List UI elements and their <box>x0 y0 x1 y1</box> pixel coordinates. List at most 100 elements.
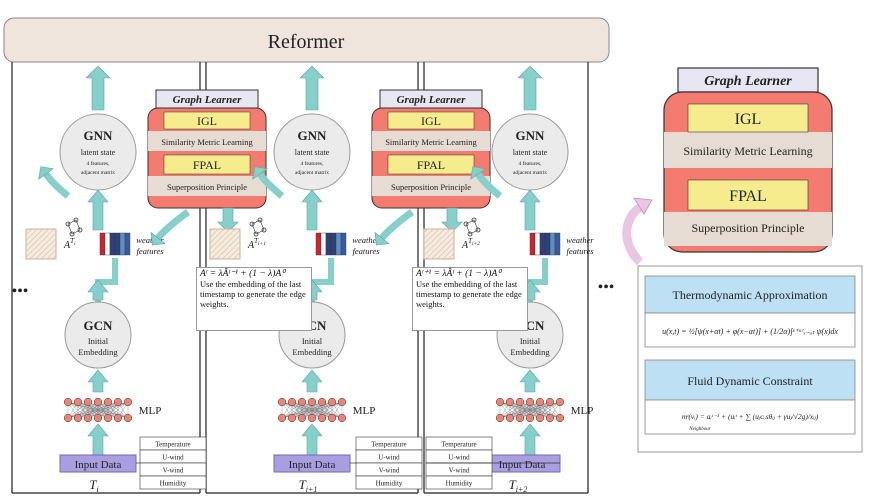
feature-name: U-wind <box>378 454 400 462</box>
weather-strip-cell <box>554 232 561 256</box>
mlp-neuron <box>123 413 133 423</box>
mlp-edge <box>97 401 129 419</box>
mlp-neuron <box>83 413 93 423</box>
legend-graph-learner: Graph Learner IGL Similarity Metric Lear… <box>663 67 833 253</box>
mlp-edge <box>539 401 561 419</box>
gl-title: Graph Learner <box>397 94 466 106</box>
mlp-edge <box>301 401 343 419</box>
feature-name: U-wind <box>448 454 470 462</box>
weather-label-2: features <box>352 246 380 256</box>
fluid-equation: mᵗ(vᵢ) = aᵢᵗ⁻¹ + (uᵢᵗ + ∑ (uⱼcₒsθᵢⱼ + γu… <box>682 412 819 421</box>
gcn-title: GCN <box>84 318 114 333</box>
gnn-curve-left <box>43 171 71 199</box>
adj-label: ATi+1 <box>247 237 266 251</box>
weather-strip-cell <box>119 232 126 256</box>
weather-strip-cell <box>330 232 337 256</box>
mlp-edge <box>281 401 323 419</box>
mlp-label: MLP <box>353 405 376 417</box>
pink-curved-arrow <box>622 197 653 266</box>
mlp-neuron <box>535 397 545 407</box>
gnn-sub3: adjacent matrix <box>295 170 329 176</box>
weather-label-2: features <box>136 246 164 256</box>
adj-label: ATi <box>63 237 76 251</box>
mlp-neuron <box>505 413 515 423</box>
mlp-neuron <box>337 397 347 407</box>
mlp-neuron <box>103 397 113 407</box>
mlp-edge <box>499 401 541 419</box>
mlp-neuron <box>113 413 123 423</box>
gnn-title: GNN <box>84 128 114 143</box>
gl-down-arrow <box>217 207 239 233</box>
time-label: Ti <box>89 477 98 494</box>
mlp-neuron <box>545 413 555 423</box>
gcn-sub1: Initial <box>520 336 541 346</box>
weather-label-1: weather <box>352 235 380 245</box>
weather-strip-cell <box>320 232 327 256</box>
fpal-box <box>163 154 251 175</box>
mlp-neuron <box>297 397 307 407</box>
equation-box-2: Aᵗ⁺¹ = λÂᵗ + (1 − λ)A⁰ Use the embeddin… <box>412 267 528 331</box>
output-arrow <box>85 65 111 111</box>
mlp-neuron <box>525 413 535 423</box>
sml-band <box>372 131 490 151</box>
equation-2: Aᵗ⁺¹ = λÂᵗ + (1 − λ)A⁰ <box>416 269 502 279</box>
fpal-label: FPAL <box>417 158 445 172</box>
feature-cell <box>355 475 423 490</box>
mlp-neuron <box>73 397 83 407</box>
gcn-sub2: Embedding <box>78 347 118 357</box>
mlp-neuron <box>495 397 505 407</box>
mlp-neuron <box>297 413 307 423</box>
adj-label: ATi+2 <box>461 237 480 251</box>
ellipsis-left: ••• <box>12 283 29 300</box>
mlp-neuron <box>515 397 525 407</box>
legend-igl: IGL <box>735 111 762 128</box>
mlp-neuron <box>63 397 73 407</box>
legend-sml: Similarity Metric Learning <box>683 144 812 158</box>
mlp-neuron <box>535 413 545 423</box>
weather-strip-cell <box>325 232 332 256</box>
legend-fpal: FPAL <box>729 188 767 205</box>
gl-down-arrow <box>441 207 463 233</box>
legend-title: Graph Learner <box>704 74 792 89</box>
equation-box-1: Aᵗ = λÂᵗ⁻¹ + (1 − λ)A⁰ Use the embeddin… <box>196 267 312 331</box>
mlp-edge <box>281 401 303 419</box>
gcn-sub2: Embedding <box>292 347 332 357</box>
legend-sp: Superposition Principle <box>692 221 805 235</box>
weather-strip-cell <box>539 232 546 256</box>
sml-label: Similarity Metric Learning <box>161 137 253 147</box>
thermo-equation: u(x,t) = ½[ψ(x+αt) + φ(x−αt)] + (1/2α)∫ˣ… <box>662 327 838 336</box>
curved-arrowhead <box>470 166 487 180</box>
mlp-up-arrow <box>519 369 541 393</box>
gnn-sub1: latent state <box>81 148 116 157</box>
feature-name: Temperature <box>371 441 406 449</box>
curved-arrowhead <box>252 166 269 180</box>
mlp-neuron <box>555 397 565 407</box>
gnn-title: GNN <box>298 128 328 143</box>
gnn-sub2: 4 features, <box>87 160 111 167</box>
gnn-sub3: adjacent matrix <box>81 170 115 176</box>
mlp-neuron <box>317 413 327 423</box>
gnn-sub1: latent state <box>513 148 548 157</box>
feature-name: V-wind <box>379 467 400 475</box>
adjacency-pattern <box>26 229 56 259</box>
mlp-neuron <box>495 413 505 423</box>
graph-icon <box>67 219 81 235</box>
gnn-curve-left <box>257 171 285 199</box>
sml-band <box>148 131 266 151</box>
gnn-sub3: adjacent matrix <box>513 170 547 176</box>
adjacency-pattern <box>210 229 240 259</box>
feature-name: Humidity <box>446 480 473 488</box>
mlp-label: MLP <box>571 405 594 417</box>
mlp-edge <box>519 401 561 419</box>
mlp-edge <box>67 401 99 419</box>
mlp-neuron <box>123 397 133 407</box>
weather-strip-cell <box>544 232 551 256</box>
gl-curve-out <box>155 209 191 241</box>
reformer-banner: Reformer <box>3 17 610 63</box>
gl-curve-out <box>379 209 415 241</box>
feature-name: Humidity <box>160 480 187 488</box>
reformer-title: Reformer <box>268 31 345 53</box>
mlp-neuron <box>287 397 297 407</box>
ellipsis-right: ••• <box>598 279 615 296</box>
